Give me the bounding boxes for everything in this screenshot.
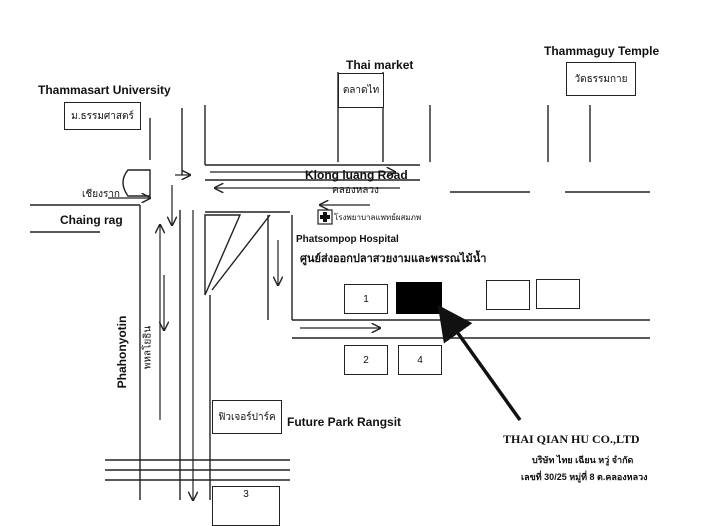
- fish-center-label: ศูนย์ส่งออกปลาสวยงามและพรรณไม้น้ำ: [300, 253, 487, 265]
- thai-market-box: ตลาดไท: [338, 73, 384, 108]
- temple-box: วัดธรรมกาย: [566, 62, 636, 96]
- diagonal-connector: [211, 214, 271, 291]
- thai-market-label-en: Thai market: [346, 58, 414, 72]
- thammasart-label-en: Thammasart University: [38, 83, 171, 97]
- company-name-th: บริษัท ไทย เฉียน หวู่ จำกัด: [532, 455, 634, 465]
- traffic-island: [204, 214, 242, 296]
- chaing-rag-label-th: เชียงราก: [82, 189, 120, 200]
- temple-label-en: Thammaguy Temple: [544, 44, 660, 58]
- phahonyotin-label-th: พหลโยธิน: [142, 325, 154, 370]
- company-address: เลขที่ 30/25 หมู่ที่ 8 ต.คลองหลวง: [521, 472, 648, 482]
- klong-luang-label-th: คลองหลวง: [332, 185, 379, 196]
- building-2: 2: [344, 345, 388, 375]
- building-2-number: 2: [363, 354, 369, 366]
- hospital-label-en: Phatsompop Hospital: [296, 234, 399, 245]
- future-park-label-th: ฟิวเจอร์ปาร์ค: [218, 411, 276, 423]
- building-1: 1: [344, 284, 388, 314]
- phahonyotin-label-en: Phahonyotin: [115, 315, 129, 389]
- klong-luang-label-en: Klong luang Road: [305, 168, 408, 182]
- thammasart-box: ม.ธรรมศาสตร์: [64, 102, 141, 130]
- building-partial-number: 3: [243, 489, 249, 500]
- hospital-cross-icon: [317, 209, 333, 225]
- company-building: [396, 282, 442, 314]
- building-4: 4: [398, 345, 442, 375]
- hospital-label-th: โรงพยาบาลแพทย์ผสมภพ: [334, 213, 422, 222]
- thammasart-label-th: ม.ธรรมศาสตร์: [71, 110, 134, 122]
- future-park-label-en: Future Park Rangsit: [287, 415, 402, 429]
- thai-market-label-th: ตลาดไท: [342, 85, 380, 96]
- building-partial: 3: [212, 486, 280, 526]
- building-east-a: [486, 280, 530, 310]
- chaing-rag-label-en: Chaing rag: [60, 213, 123, 227]
- temple-label-th: วัดธรรมกาย: [574, 73, 628, 85]
- future-park-box: ฟิวเจอร์ปาร์ค: [212, 400, 282, 434]
- building-east-b: [536, 279, 580, 309]
- building-4-number: 4: [417, 354, 423, 366]
- company-pointer-arrow: [437, 304, 522, 422]
- company-name: THAI QIAN HU CO.,LTD: [503, 432, 640, 446]
- building-1-number: 1: [363, 293, 369, 305]
- u-turn: [122, 169, 151, 197]
